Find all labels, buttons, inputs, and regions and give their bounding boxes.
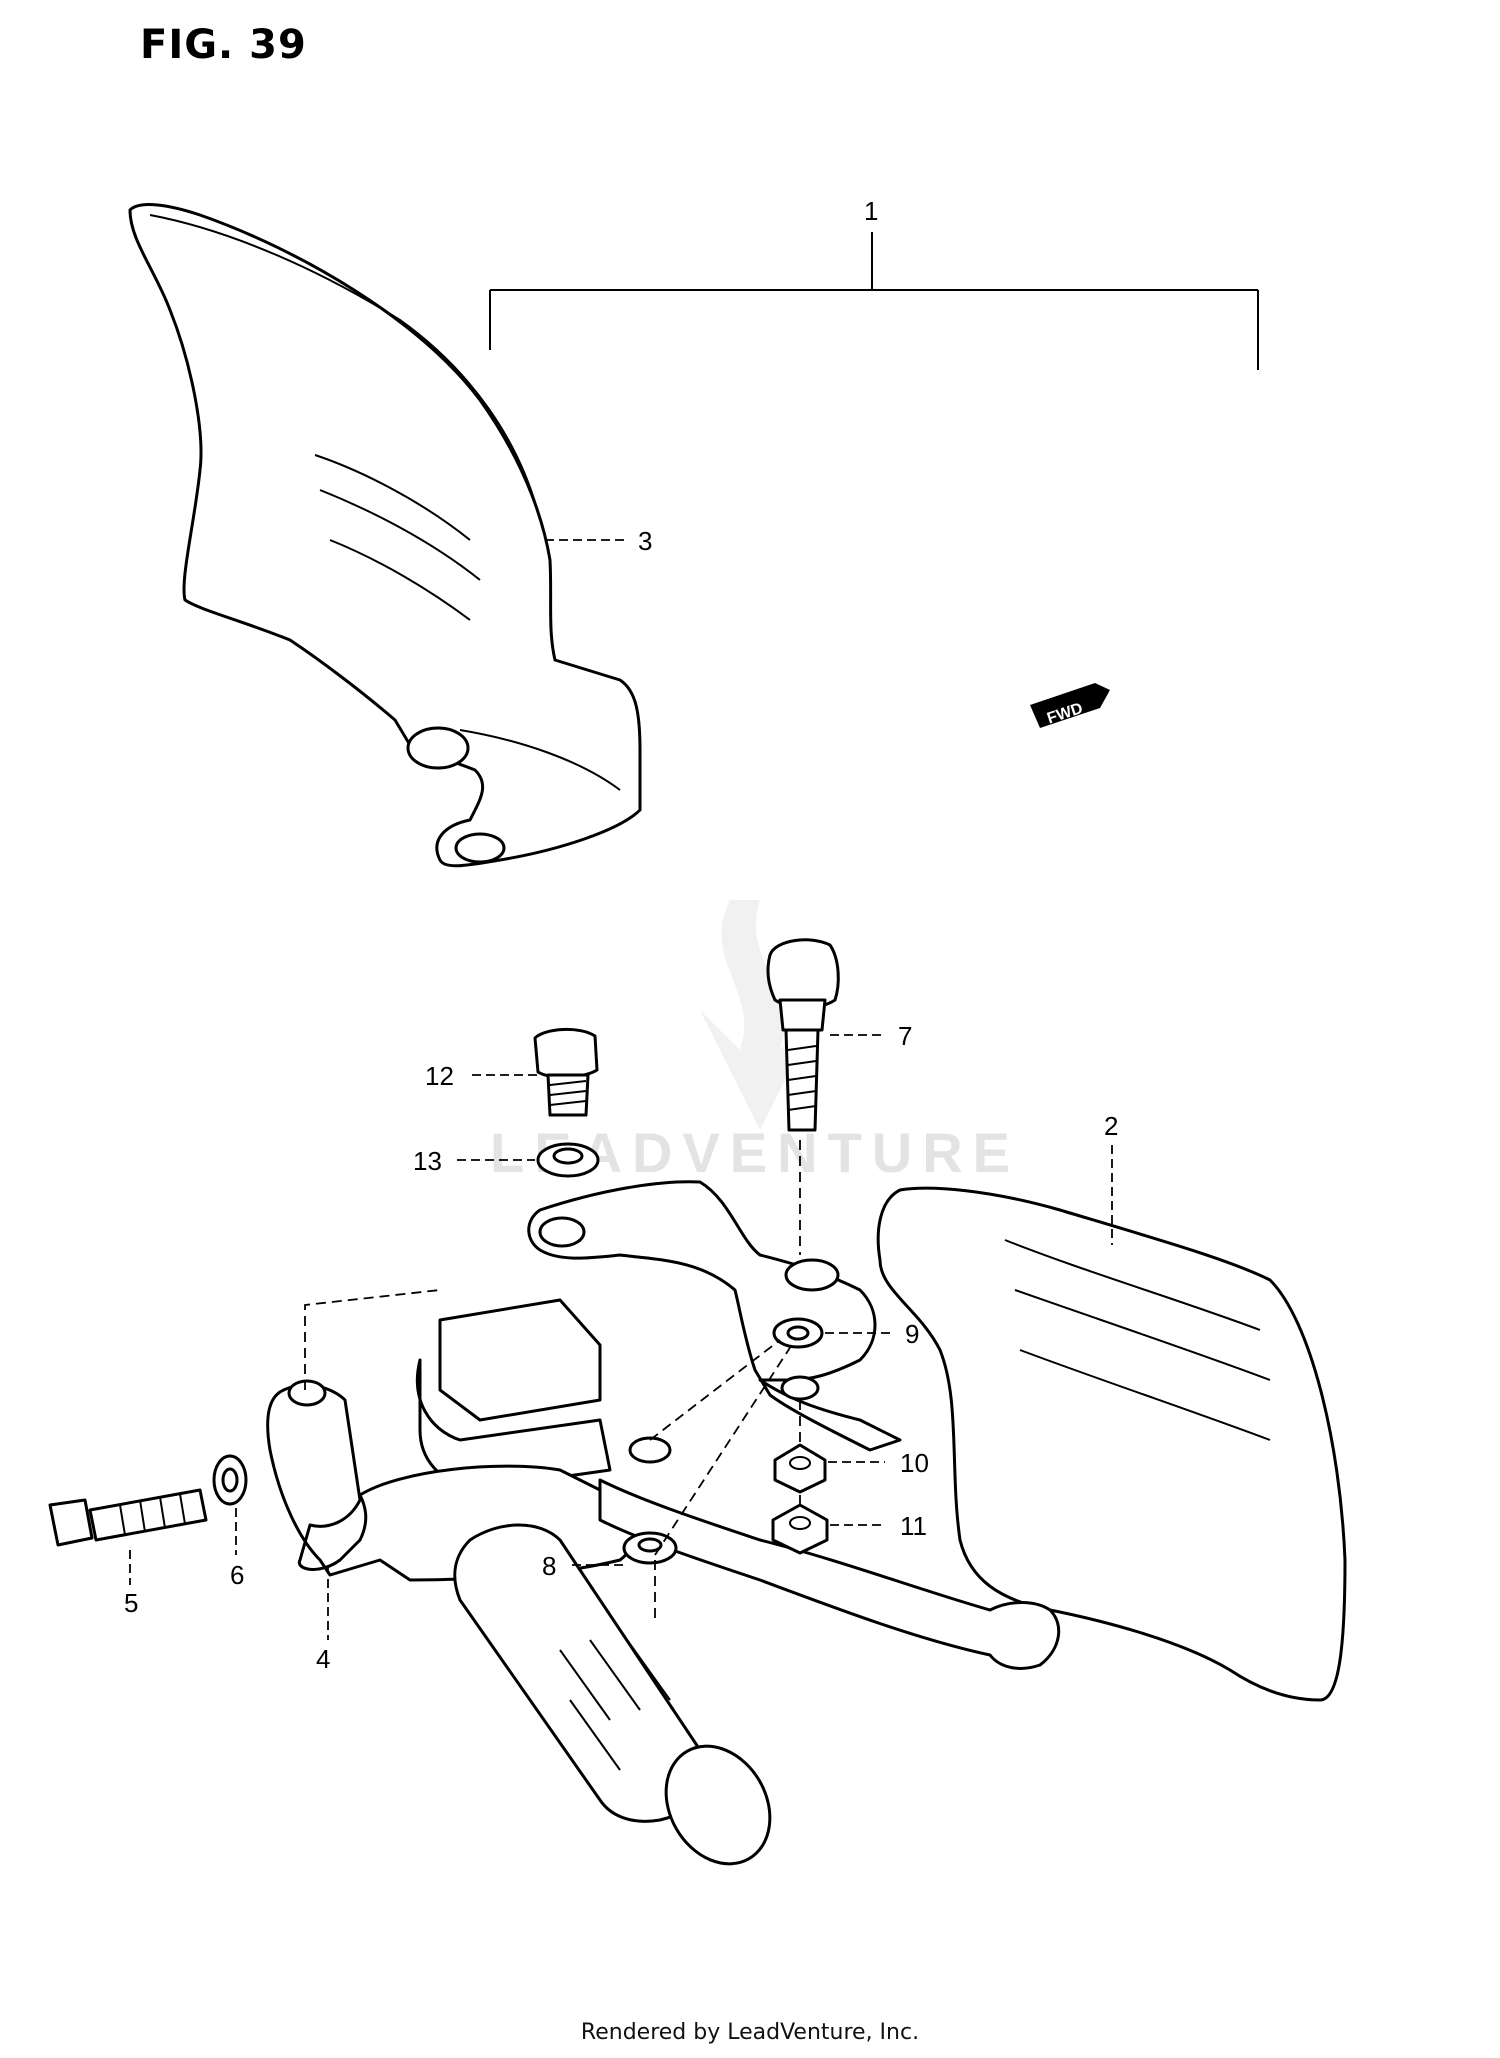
lever-holder bbox=[266, 1298, 672, 1582]
bolt-12 bbox=[533, 1027, 599, 1117]
callout-7: 7 bbox=[898, 1021, 912, 1051]
hand-guard-upper bbox=[128, 203, 642, 868]
callout-4: 4 bbox=[316, 1644, 330, 1674]
callouts: 1 2 3 4 5 6 7 8 9 10 11 12 13 bbox=[124, 196, 1118, 1674]
washer-6 bbox=[212, 1454, 248, 1506]
bolt-7 bbox=[766, 938, 840, 1132]
callout-11: 11 bbox=[900, 1511, 927, 1541]
nut-10 bbox=[773, 1443, 827, 1494]
leader-lines bbox=[129, 539, 1113, 1640]
watermark-logo-icon bbox=[700, 900, 820, 1130]
handlebar-grip bbox=[453, 1523, 772, 1866]
callout-8: 8 bbox=[542, 1551, 556, 1581]
assembly-bracket bbox=[489, 232, 1259, 370]
hand-guard-lower bbox=[876, 1186, 1347, 1702]
callout-6: 6 bbox=[230, 1560, 244, 1590]
collar-13 bbox=[536, 1142, 600, 1178]
callout-3: 3 bbox=[638, 526, 652, 556]
bolt-5 bbox=[48, 1488, 208, 1547]
brake-lever bbox=[598, 1478, 1061, 1670]
callout-5: 5 bbox=[124, 1588, 138, 1618]
forward-direction-tag: FWD bbox=[1030, 683, 1110, 728]
footer-credit: Rendered by LeadVenture, Inc. bbox=[580, 2020, 920, 2045]
callout-13: 13 bbox=[413, 1146, 442, 1176]
callout-2: 2 bbox=[1104, 1111, 1118, 1141]
callout-1: 1 bbox=[864, 196, 878, 226]
callout-12: 12 bbox=[425, 1061, 454, 1091]
assembly-guides bbox=[304, 1140, 801, 1620]
figure-title: FIG. 39 bbox=[140, 22, 307, 68]
collar-8 bbox=[622, 1531, 678, 1565]
washer-9 bbox=[772, 1317, 824, 1349]
guard-bracket bbox=[527, 1180, 902, 1452]
callout-10: 10 bbox=[900, 1448, 929, 1478]
callout-9: 9 bbox=[905, 1319, 919, 1349]
